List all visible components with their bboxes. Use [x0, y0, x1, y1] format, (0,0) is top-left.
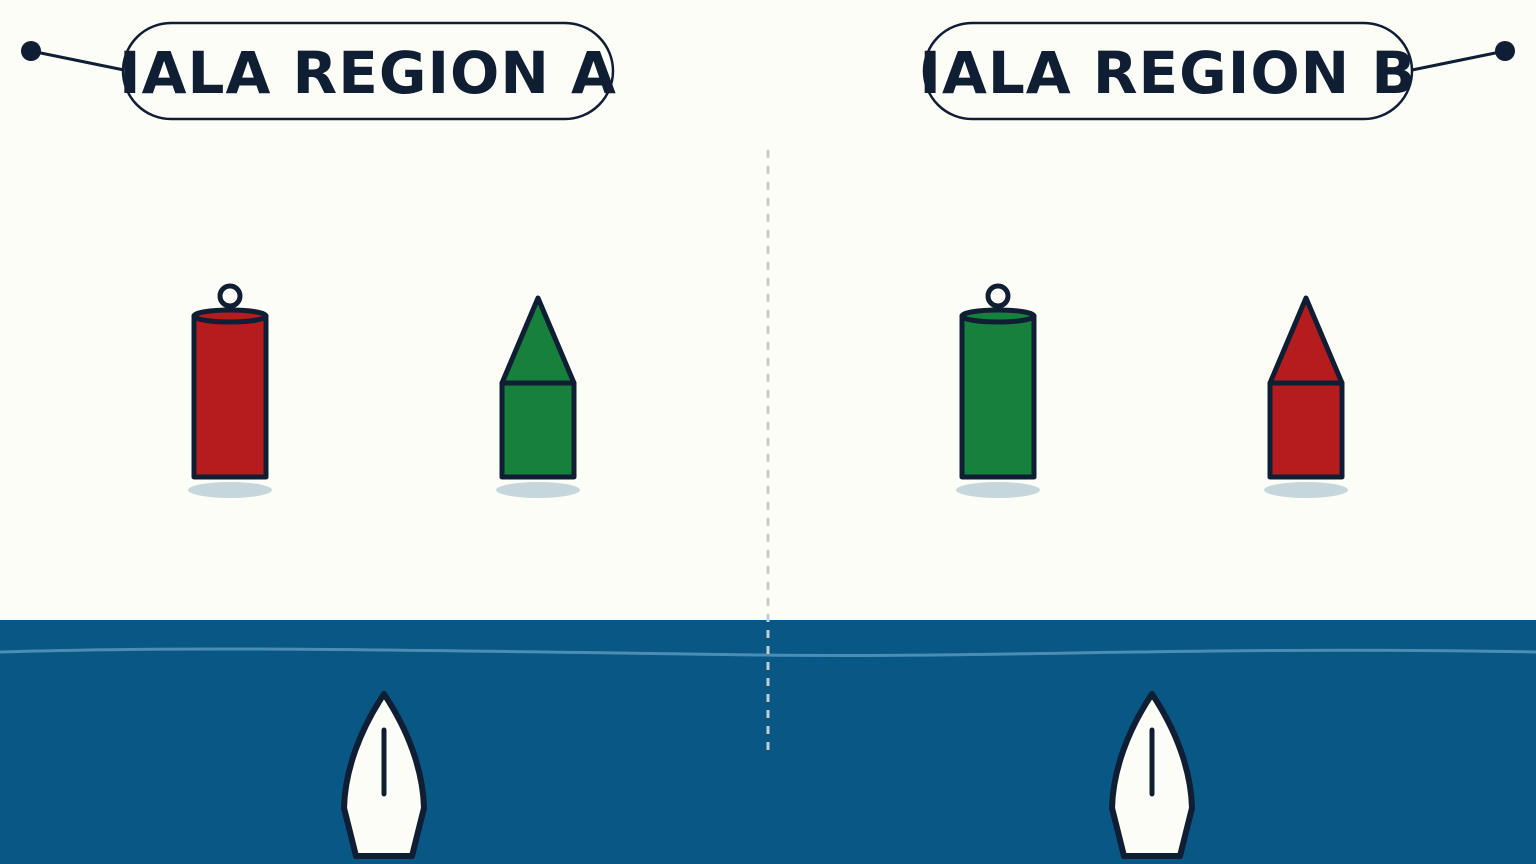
region-a-pointer-dot [21, 41, 41, 61]
can-buoy-top [959, 307, 1037, 325]
region-a-pointer-line [30, 49, 125, 72]
region-b-cone-buoy-icon [1264, 295, 1348, 498]
cone-buoy-body [1267, 380, 1345, 480]
buoy-shadow [956, 482, 1040, 498]
region-b-title-pill [922, 21, 1414, 121]
region-a-can-buoy-icon [188, 283, 272, 498]
region-b-boat-bow-icon [1109, 691, 1195, 859]
can-buoy-ring [217, 283, 243, 309]
region-b-can-buoy-icon [956, 283, 1040, 498]
region-b-pointer-dot [1495, 41, 1515, 61]
region-a-cone-buoy-icon [496, 295, 580, 498]
region-a-header: IALA REGION A [21, 21, 617, 121]
cone-buoy-body [499, 380, 577, 480]
region-a-title-pill [121, 21, 615, 121]
region-a-title: IALA REGION A [119, 39, 617, 107]
buoy-shadow [188, 482, 272, 498]
region-b-pointer-line [1411, 49, 1506, 72]
can-buoy-body [959, 313, 1037, 480]
wave-line [0, 647, 1536, 657]
can-buoy-top [191, 307, 269, 325]
region-b-header: IALA REGION B [919, 21, 1515, 121]
can-buoy-ring [985, 283, 1011, 309]
buoy-shadow [1264, 482, 1348, 498]
region-b-title: IALA REGION B [919, 39, 1416, 107]
buoy-shadow [496, 482, 580, 498]
region-a-boat-bow-icon [341, 691, 427, 859]
can-buoy-body [191, 313, 269, 480]
